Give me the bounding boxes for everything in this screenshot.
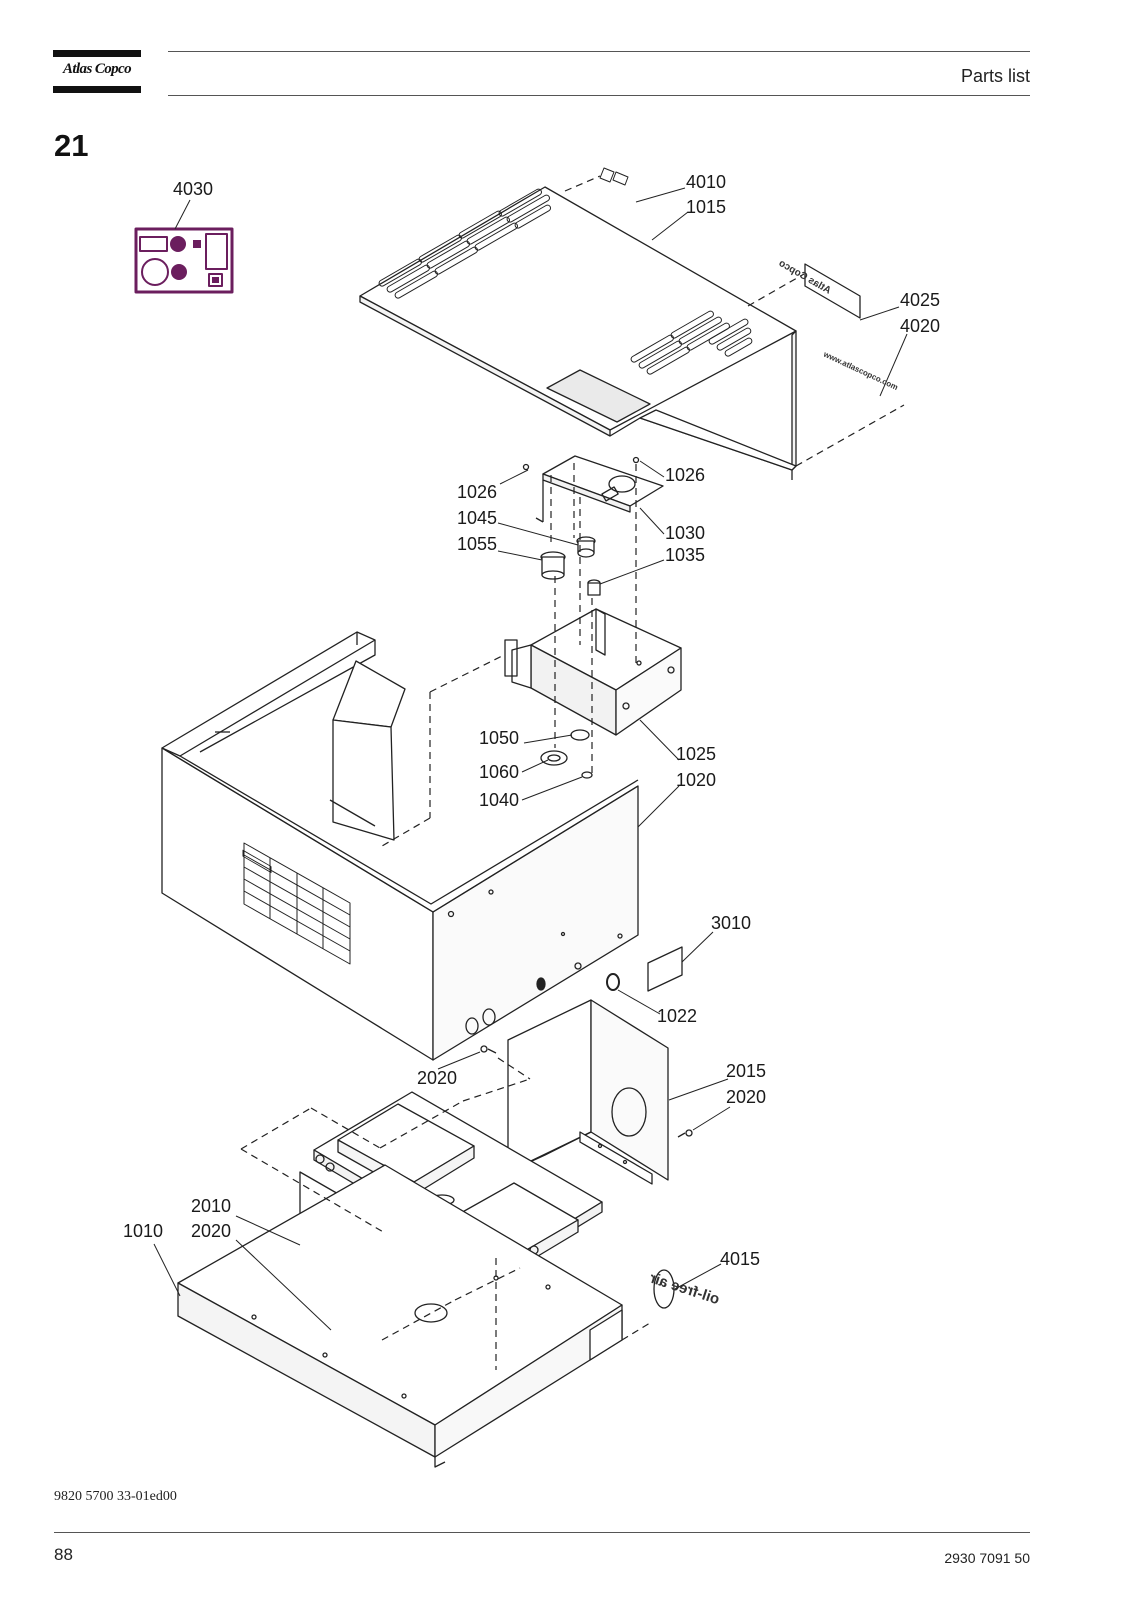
screw-2020-upper bbox=[480, 1045, 497, 1054]
callout-1035: 1035 bbox=[665, 545, 705, 565]
callout-2010: 2010 bbox=[191, 1196, 231, 1216]
callout-1020: 1020 bbox=[676, 770, 716, 790]
main-housing bbox=[161, 631, 639, 1061]
assembly-lines bbox=[240, 175, 905, 1370]
callout-4015: 4015 bbox=[720, 1249, 760, 1269]
drawing-reference: 9820 5700 33-01ed00 bbox=[54, 1489, 177, 1504]
control-panel-decal bbox=[134, 227, 234, 294]
logo-top-bar bbox=[53, 50, 141, 57]
electrical-box bbox=[504, 608, 682, 736]
callout-1010: 1010 bbox=[123, 1221, 163, 1241]
callout-1045: 1045 bbox=[457, 508, 497, 528]
callout-2020-right: 2020 bbox=[726, 1087, 766, 1107]
grommet bbox=[606, 973, 620, 991]
screw-left bbox=[522, 463, 530, 471]
callout-3010: 3010 bbox=[711, 913, 751, 933]
callout-1022: 1022 bbox=[657, 1006, 697, 1026]
callout-4030: 4030 bbox=[173, 179, 213, 199]
screw-right bbox=[632, 456, 640, 464]
cable-glands bbox=[540, 536, 601, 779]
arrow-decal bbox=[599, 167, 629, 186]
screw-2020-right bbox=[677, 1129, 693, 1138]
callout-1040: 1040 bbox=[479, 790, 519, 810]
atlas-copco-logo: Atlas Copco bbox=[53, 50, 141, 94]
website-decal: www.atlascopco.com bbox=[821, 349, 899, 392]
document-number: 2930 7091 50 bbox=[944, 1550, 1030, 1566]
header-rule-bottom bbox=[168, 95, 1030, 96]
oil-free-decal-text: oil-free air bbox=[647, 1270, 721, 1309]
callout-1026-left: 1026 bbox=[457, 482, 497, 502]
callout-2015: 2015 bbox=[726, 1061, 766, 1081]
callout-1030: 1030 bbox=[665, 523, 705, 543]
callout-labels: 4030 4010 1015 4025 4020 1026 1026 1045 … bbox=[123, 172, 940, 1269]
leader-lines bbox=[153, 187, 908, 1331]
logo-bottom-bar bbox=[53, 86, 141, 93]
callout-1055: 1055 bbox=[457, 534, 497, 554]
top-cover bbox=[359, 186, 797, 480]
callout-1025: 1025 bbox=[676, 744, 716, 764]
logo-brand-text: Atlas Copco bbox=[63, 61, 132, 77]
fan-shroud bbox=[507, 999, 669, 1185]
footer-rule bbox=[54, 1532, 1030, 1533]
callout-4025: 4025 bbox=[900, 290, 940, 310]
callout-1026-right: 1026 bbox=[665, 465, 705, 485]
page-title: Parts list bbox=[960, 66, 1030, 86]
callout-4010: 4010 bbox=[686, 172, 726, 192]
callout-1015: 1015 bbox=[686, 197, 726, 217]
callout-2020-upper: 2020 bbox=[417, 1068, 457, 1088]
section-number: 21 bbox=[54, 128, 89, 163]
page-number: 88 bbox=[54, 1545, 73, 1564]
oil-free-decal: oil-free air bbox=[647, 1269, 722, 1309]
callout-2020-lower: 2020 bbox=[191, 1221, 231, 1241]
callout-1050: 1050 bbox=[479, 728, 519, 748]
callout-1060: 1060 bbox=[479, 762, 519, 782]
website-decal-text: www.atlascopco.com bbox=[821, 349, 899, 392]
side-logo-decal: Atlas Copco bbox=[777, 258, 861, 319]
data-plate-label bbox=[647, 946, 683, 992]
callout-4020: 4020 bbox=[900, 316, 940, 336]
electrical-box-cover bbox=[535, 455, 664, 523]
header-rule-top bbox=[168, 51, 1030, 52]
